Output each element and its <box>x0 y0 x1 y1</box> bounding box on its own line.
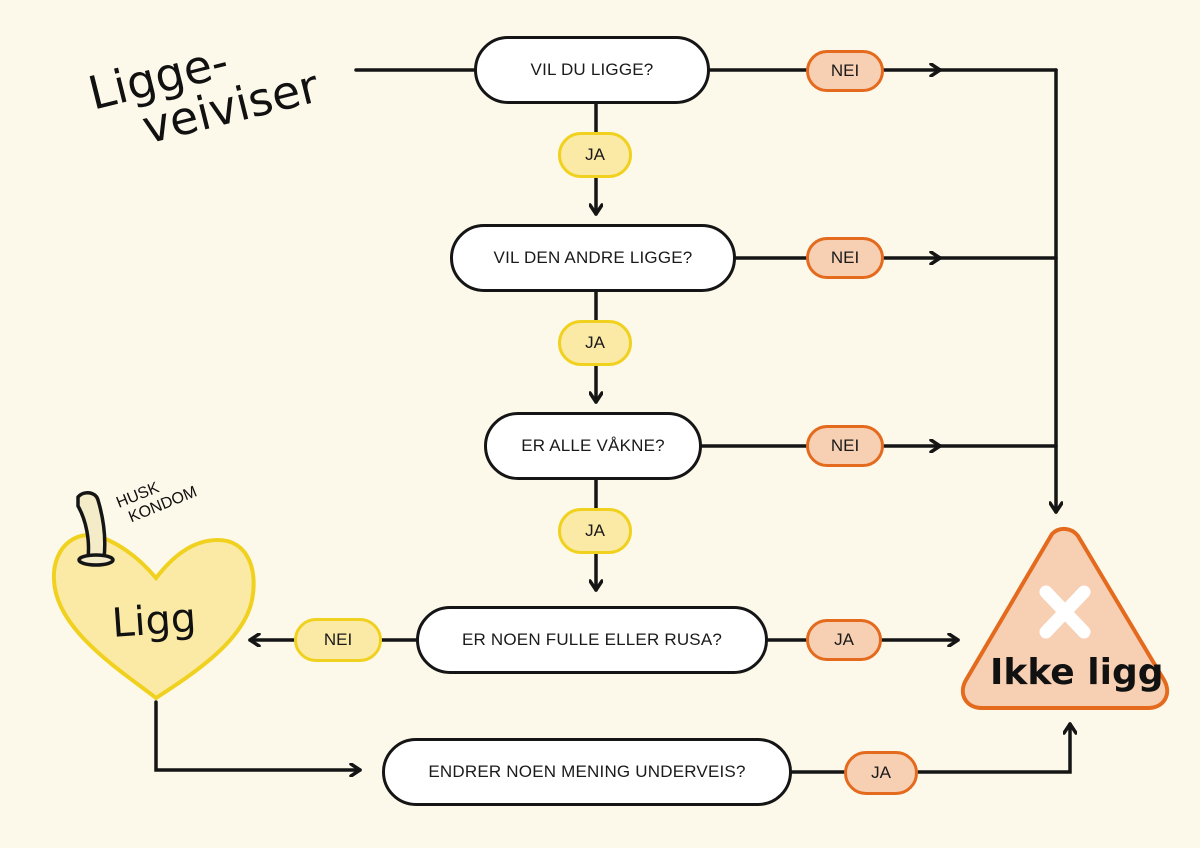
outcome-ikke-ligg[interactable]: Ikke ligg <box>990 652 1164 693</box>
answer-q2-nei[interactable]: NEI <box>806 237 884 279</box>
outcome-ligg[interactable]: Ligg <box>110 595 198 647</box>
answer-q2-ja[interactable]: JA <box>558 320 632 366</box>
answer-q1-nei[interactable]: NEI <box>806 50 884 92</box>
answer-q3-ja[interactable]: JA <box>558 508 632 554</box>
question-q3[interactable]: ER ALLE VÅKNE? <box>484 412 702 480</box>
arrow-heart-q5 <box>154 700 362 770</box>
condom-icon <box>76 491 115 567</box>
answer-q4-nei[interactable]: NEI <box>294 618 382 662</box>
question-q5[interactable]: ENDRER NOEN MENING UNDERVEIS? <box>382 738 792 806</box>
question-q4[interactable]: ER NOEN FULLE ELLER RUSA? <box>416 606 768 674</box>
question-q1[interactable]: VIL DU LIGGE? <box>474 36 710 104</box>
heart-shape <box>51 533 256 701</box>
answer-q3-nei[interactable]: NEI <box>806 425 884 467</box>
answer-q5-ja[interactable]: JA <box>844 751 918 795</box>
arrow-q5-ja <box>914 722 1070 774</box>
answer-q1-ja[interactable]: JA <box>558 132 632 178</box>
answer-q4-ja[interactable]: JA <box>806 619 882 661</box>
question-q2[interactable]: VIL DEN ANDRE LIGGE? <box>450 224 736 292</box>
x-icon <box>1039 585 1091 639</box>
